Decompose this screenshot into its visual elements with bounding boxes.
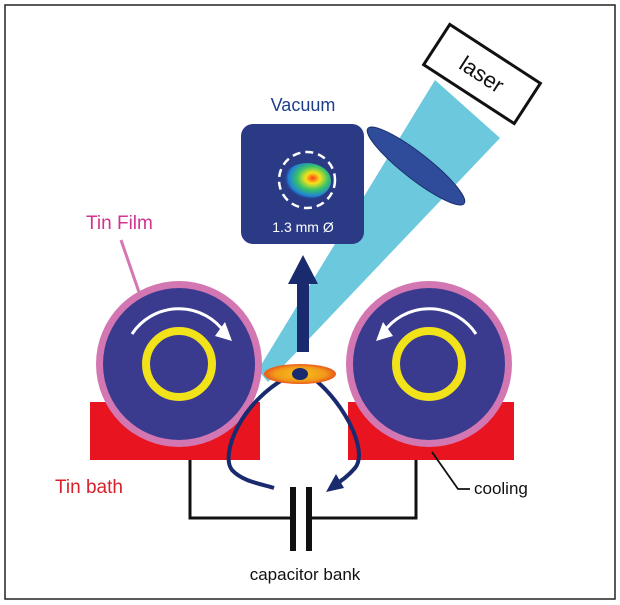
spot-size-label: 1.3 mm Ø <box>272 219 334 235</box>
capacitor-bank-label: capacitor bank <box>250 565 361 584</box>
right-roller <box>346 281 512 447</box>
cooling-core-left <box>142 327 216 401</box>
focusing-lens <box>366 126 466 206</box>
cooling-label: cooling <box>474 479 528 498</box>
cooling-core-right <box>392 327 466 401</box>
left-roller <box>96 281 262 447</box>
current-arrowhead <box>326 474 344 492</box>
capacitor-plate-right <box>306 487 312 551</box>
emission-arrow <box>288 255 318 352</box>
current-loop-left <box>226 372 294 490</box>
counterclockwise-arrow-icon <box>381 307 478 335</box>
tin-bath-label: Tin bath <box>55 477 123 498</box>
plasma-spot-icon <box>283 163 331 199</box>
tin-film-label: Tin Film <box>86 213 153 234</box>
capacitor-plate-left <box>290 487 296 551</box>
laser-source: laser <box>421 22 543 126</box>
cooling-pointer-line <box>431 451 470 490</box>
laser-beam <box>258 80 500 382</box>
capacitor-circuit-wire <box>188 460 418 520</box>
current-loop-right <box>305 372 361 487</box>
spot-outline-circle <box>277 150 337 210</box>
clockwise-arrow-icon <box>130 307 227 335</box>
vacuum-label: Vacuum <box>271 95 336 115</box>
tin-film-pointer-line <box>119 239 142 296</box>
plasma-core <box>292 368 308 380</box>
frame-border <box>4 4 616 600</box>
